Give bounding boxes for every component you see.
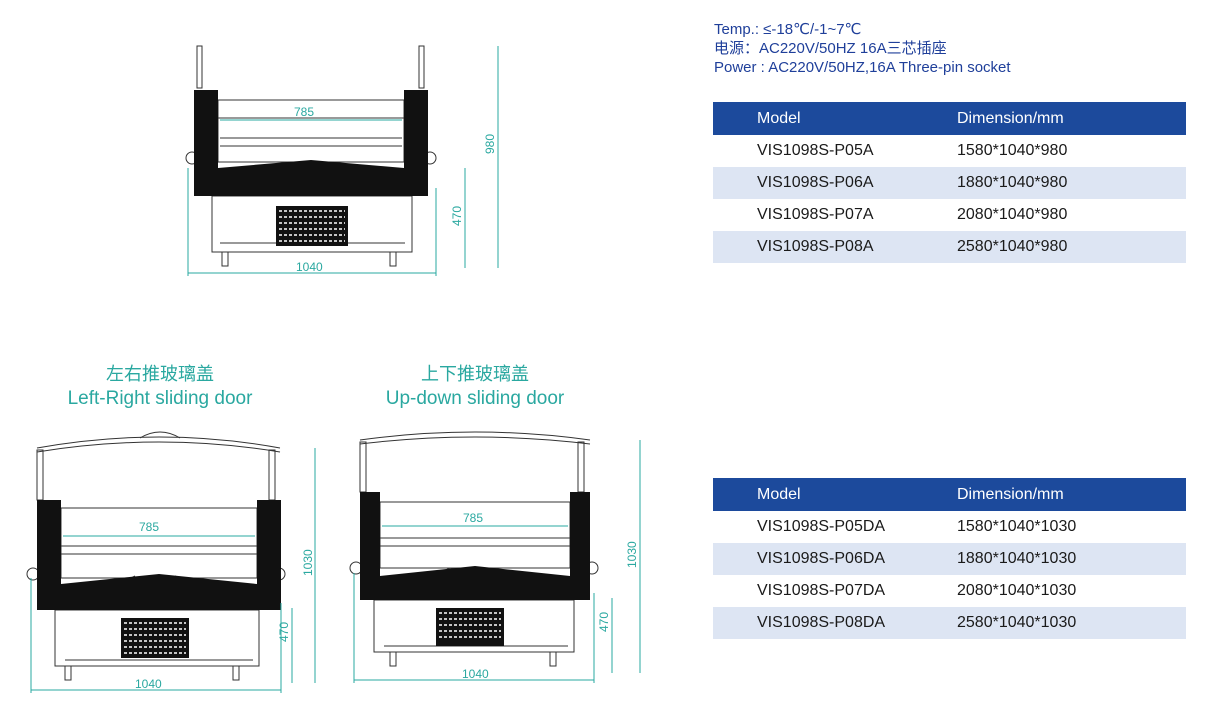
- up-down-sliding-door-drawing: 785 1040 1030 470: [349, 431, 641, 683]
- model-cell: VIS1098S-P05A: [757, 142, 874, 159]
- dimension-cell: 1580*1040*1030: [957, 518, 1077, 535]
- dimension-base-height: 470: [597, 612, 611, 632]
- dimension-width: 1040: [462, 667, 489, 681]
- caption-left-right: 左右推玻璃盖 Left-Right sliding door: [40, 362, 280, 412]
- model-table-standard: Model Dimension/mm VIS1098S-P05A 1580*10…: [713, 102, 1186, 263]
- model-cell: VIS1098S-P08A: [713, 231, 957, 263]
- model-cell: VIS1098S-P08DA: [713, 607, 957, 639]
- dimension-height: 980: [483, 134, 497, 154]
- dimension-cell: 2080*1040*1030: [957, 582, 1077, 599]
- column-header-model: Model: [713, 478, 957, 511]
- dimension-cell: 2580*1040*980: [957, 231, 1186, 263]
- dimension-height: 1030: [625, 541, 639, 568]
- table-row: VIS1098S-P05A 1580*1040*980: [713, 135, 1186, 167]
- dimension-cell: 1880*1040*980: [957, 167, 1186, 199]
- dimension-cell: 1880*1040*1030: [957, 543, 1186, 575]
- model-cell: VIS1098S-P06A: [713, 167, 957, 199]
- caption-left-right-en: Left-Right sliding door: [67, 388, 253, 409]
- dimension-base-height: 470: [277, 622, 291, 642]
- table-header-row: Model Dimension/mm: [713, 102, 1186, 135]
- table-row: VIS1098S-P06DA 1880*1040*1030: [713, 543, 1186, 575]
- table-row: VIS1098S-P07DA 2080*1040*1030: [713, 575, 1186, 607]
- dimension-inner-width: 785: [294, 105, 314, 119]
- model-cell: VIS1098S-P07DA: [757, 582, 886, 599]
- freezer-side-view-drawing: 785 1040 980 470: [185, 45, 499, 276]
- model-table-sliding-door: Model Dimension/mm VIS1098S-P05DA 1580*1…: [713, 478, 1186, 639]
- dimension-base-height: 470: [450, 206, 464, 226]
- caption-up-down: 上下推玻璃盖 Up-down sliding door: [355, 362, 595, 412]
- power-spec-en: Power : AC220V/50HZ,16A Three-pin socket: [714, 59, 1011, 76]
- table-row: VIS1098S-P05DA 1580*1040*1030: [713, 511, 1186, 543]
- column-header-dimension: Dimension/mm: [957, 102, 1186, 135]
- caption-left-right-cn: 左右推玻璃盖: [106, 364, 214, 384]
- model-cell: VIS1098S-P06DA: [713, 543, 957, 575]
- table-row: VIS1098S-P06A 1880*1040*980: [713, 167, 1186, 199]
- power-spec-cn: 电源：AC220V/50HZ 16A三芯插座: [714, 40, 947, 57]
- left-post: [196, 45, 203, 89]
- spec-block: Temp.: ≤-18℃/-1~7℃ 电源：AC220V/50HZ 16A三芯插…: [714, 20, 1011, 77]
- dimension-width: 1040: [296, 260, 323, 274]
- dimension-cell: 2580*1040*1030: [957, 607, 1186, 639]
- table-row: VIS1098S-P08DA 2580*1040*1030: [713, 607, 1186, 639]
- dimension-inner-width: 785: [139, 520, 159, 534]
- table-header-row: Model Dimension/mm: [713, 478, 1186, 511]
- dimension-inner-width: 785: [463, 511, 483, 525]
- caption-up-down-cn: 上下推玻璃盖: [421, 364, 529, 384]
- table-row: VIS1098S-P08A 2580*1040*980: [713, 231, 1186, 263]
- dimension-width: 1040: [135, 677, 162, 691]
- model-cell: VIS1098S-P05DA: [757, 518, 886, 535]
- dimension-cell: 1580*1040*980: [957, 142, 1068, 159]
- dimension-height: 1030: [301, 549, 315, 576]
- vent-grille: [276, 206, 348, 246]
- column-header-dimension: Dimension/mm: [957, 478, 1186, 511]
- model-cell: VIS1098S-P07A: [757, 206, 874, 223]
- temperature-spec: Temp.: ≤-18℃/-1~7℃: [714, 21, 862, 38]
- caption-up-down-en: Up-down sliding door: [385, 388, 565, 409]
- right-post: [418, 45, 425, 89]
- table-row: VIS1098S-P07A 2080*1040*980: [713, 199, 1186, 231]
- column-header-model: Model: [713, 102, 957, 135]
- left-right-sliding-door-drawing: 785 1040 1030 470: [26, 431, 316, 693]
- dimension-cell: 2080*1040*980: [957, 206, 1068, 223]
